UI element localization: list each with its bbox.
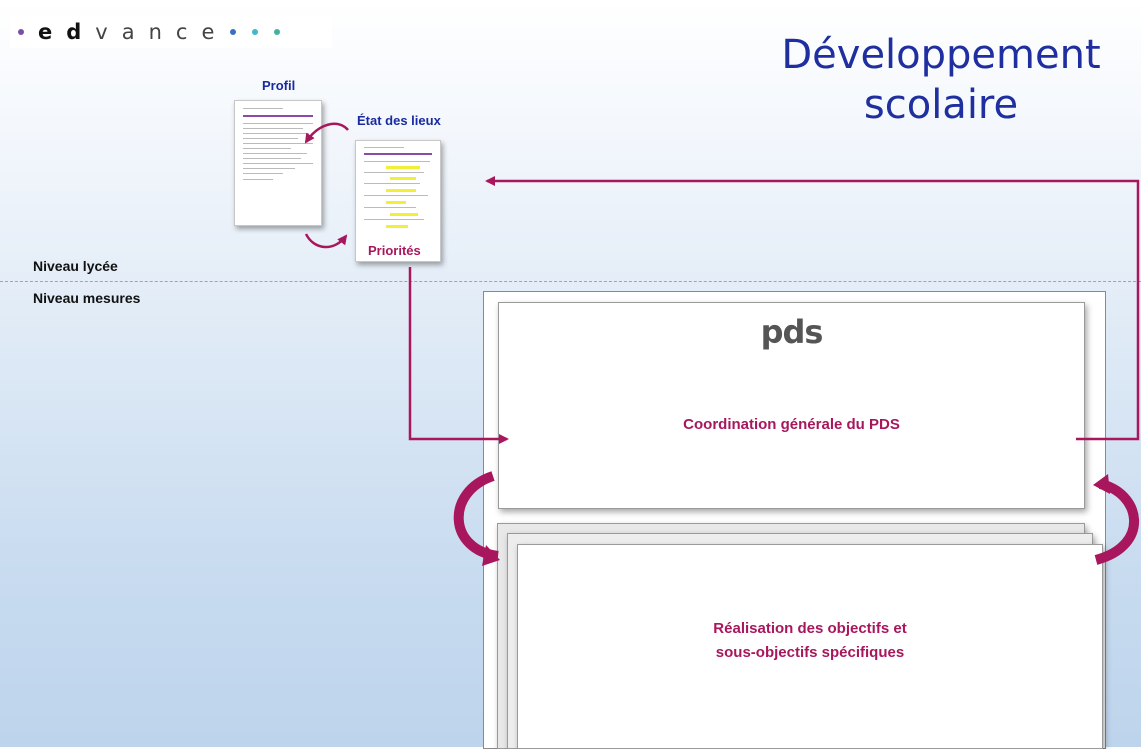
- logo-letter: d: [66, 20, 84, 44]
- niveau-mesures-label: Niveau mesures: [33, 290, 141, 306]
- profil-label: Profil: [262, 78, 296, 93]
- pds-logo: pds: [760, 313, 824, 351]
- realisation-title: Réalisation des objectifs et sous-object…: [518, 617, 1102, 665]
- etat-des-lieux-document-thumbnail: [355, 140, 441, 262]
- left-cycle-arrowhead: [482, 545, 500, 566]
- logo-dot: [252, 29, 259, 35]
- etat-des-lieux-label: État des lieux: [357, 113, 441, 128]
- feedback-arrow: [485, 176, 1140, 441]
- profil-loop-arrow-bottom: [304, 233, 348, 249]
- logo-letter: a: [121, 20, 137, 44]
- title-line-1: Développement: [781, 32, 1101, 78]
- realisation-line-1: Réalisation des objectifs et: [713, 620, 907, 637]
- logo-letter: v: [95, 20, 110, 44]
- profil-document-thumbnail: [234, 100, 322, 226]
- priorites-to-coordination-arrow: [408, 267, 509, 444]
- logo-dot: [18, 29, 24, 35]
- left-cycle-arrow: [453, 471, 499, 561]
- realisation-line-2: sous-objectifs spécifiques: [715, 644, 905, 661]
- edvance-logo: e d v a n c e: [10, 16, 332, 48]
- niveau-lycee-label: Niveau lycée: [33, 258, 118, 274]
- logo-letter: e: [38, 20, 55, 44]
- logo-letter: c: [175, 20, 190, 44]
- right-cycle-arrow: [1094, 479, 1140, 565]
- logo-letter: n: [148, 20, 164, 44]
- realisation-page: Réalisation des objectifs et sous-object…: [517, 544, 1103, 749]
- page-title: Développement scolaire: [781, 30, 1101, 130]
- priorites-label: Priorités: [368, 243, 421, 258]
- title-line-2: scolaire: [863, 82, 1019, 128]
- right-cycle-arrowhead: [1093, 474, 1110, 494]
- logo-dot: [230, 29, 237, 35]
- coordination-title: Coordination générale du PDS: [683, 416, 900, 433]
- level-divider: [0, 281, 1141, 282]
- logo-letter: e: [201, 20, 217, 44]
- logo-dot: [274, 29, 281, 35]
- profil-loop-arrow-top: [304, 122, 349, 144]
- coordination-page: pds Coordination générale du PDS: [498, 302, 1085, 509]
